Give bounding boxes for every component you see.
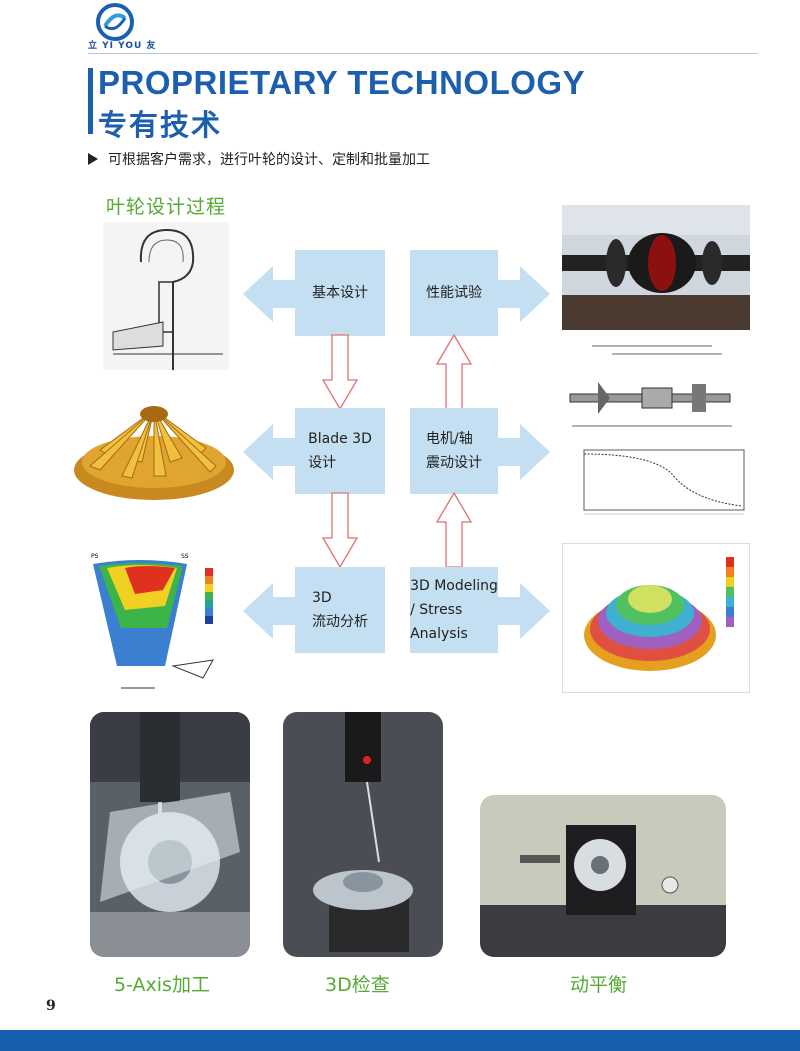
footer-bar [0, 1030, 800, 1051]
arrow-left-cfd [243, 583, 299, 639]
arrow-right-fea [494, 583, 550, 639]
fea-label-3: Analysis [410, 626, 468, 642]
blade3d-label-1: Blade 3D [308, 431, 372, 447]
arrow-right-motor [494, 424, 550, 480]
page-number: 9 [46, 998, 56, 1014]
arrow-down-basic-to-blade [322, 334, 358, 410]
box-basic-design: 基本设计 [295, 250, 385, 336]
arrow-down-blade-to-cfd [322, 492, 358, 568]
arrow-up-fea-to-motor [436, 492, 472, 568]
shaft-vibration-drawing [562, 336, 750, 438]
box-blade-3d-design: Blade 3D 设计 [295, 408, 385, 494]
speed-response-curve-plot [562, 444, 750, 524]
fea-label-2: / Stress [410, 602, 463, 618]
performance-test-label: 性能试验 [426, 285, 482, 301]
svg-text:SS: SS [181, 553, 189, 560]
cfd-label-2: 流动分析 [312, 614, 368, 630]
caption-3d-inspection: 3D检查 [325, 974, 390, 996]
intro-text: 可根据客户需求，进行叶轮的设计、定制和批量加工 [108, 152, 430, 168]
cfd-label-1: 3D [312, 590, 332, 606]
arrow-up-motor-to-performance [436, 334, 472, 410]
collector-cross-section-drawing [103, 222, 229, 370]
box-motor-shaft-vibration: 电机/轴震动设计 [410, 408, 498, 494]
motor-label-1: 电机/轴 [426, 431, 473, 447]
impeller-3d-model-image [74, 406, 234, 500]
company-logo [96, 3, 134, 41]
arrow-right-performance [494, 266, 550, 322]
header-rule [88, 53, 758, 54]
basic-design-label: 基本设计 [312, 285, 368, 301]
bullet-triangle-icon [88, 153, 98, 165]
section-title: 叶轮设计过程 [106, 196, 227, 218]
page-title-en: PROPRIETARY TECHNOLOGY [98, 64, 586, 101]
box-performance-test: 性能试验 [410, 250, 498, 336]
five-axis-machining-photo [90, 712, 250, 957]
arrow-left-blade3d [243, 424, 299, 480]
caption-5axis-machining: 5-Axis加工 [114, 974, 210, 996]
title-accent-bar [88, 68, 93, 134]
box-cfd-analysis: 3D 流动分析 [295, 567, 385, 653]
arrow-left-basic [243, 266, 299, 322]
cfd-mach-contour-plot: PS SS [85, 548, 235, 693]
stress-analysis-model [562, 543, 750, 693]
rotor-performance-test-photo [562, 205, 750, 330]
svg-text:PS: PS [91, 553, 99, 560]
blade3d-label-2: 设计 [308, 455, 337, 471]
3d-inspection-photo [283, 712, 443, 957]
logo-text: 立 YI YOU 友 [88, 41, 157, 51]
page-title-cn: 专有技术 [98, 108, 223, 142]
caption-dynamic-balancing: 动平衡 [570, 974, 628, 996]
dynamic-balancing-photo [480, 795, 726, 957]
fea-label-1: 3D Modeling [410, 578, 498, 594]
motor-label-2: 震动设计 [426, 455, 482, 471]
